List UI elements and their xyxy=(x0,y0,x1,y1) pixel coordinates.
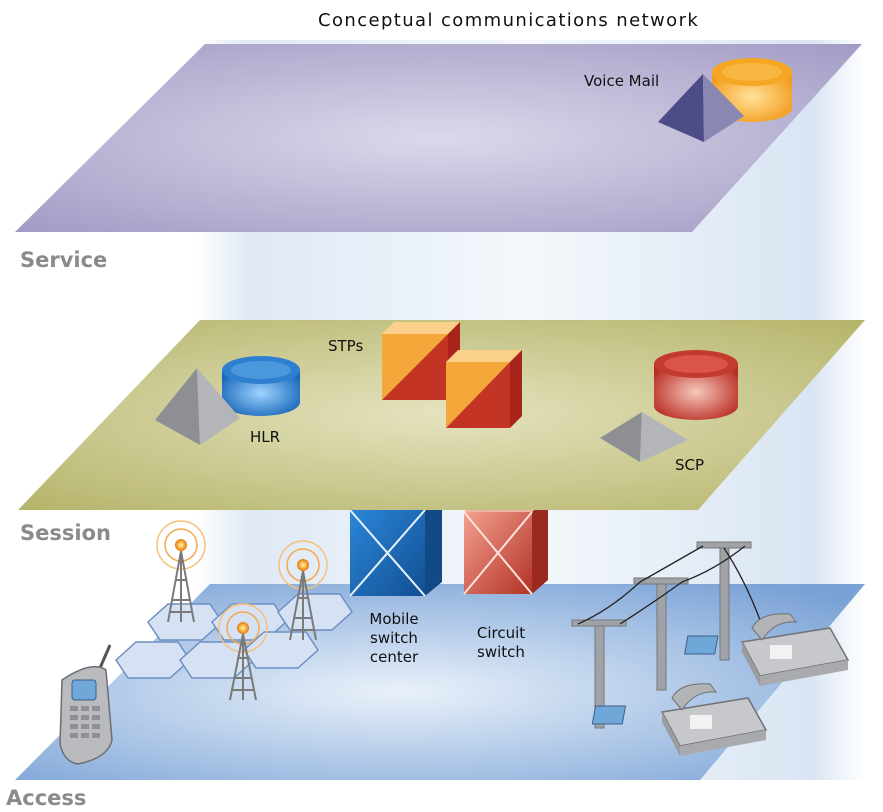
mobile-switch-center-label: Mobile switch center xyxy=(369,610,419,666)
cellular-hex-cells xyxy=(115,593,353,679)
service-plane xyxy=(15,44,862,232)
layer-label-access: Access xyxy=(6,786,87,810)
mobile-switch-center-icon xyxy=(349,496,442,597)
voice-mail-pyramid-icon xyxy=(658,74,744,142)
mobile-phone-icon xyxy=(59,644,113,765)
hlr-pyramid-icon xyxy=(155,368,240,445)
telephone-wires xyxy=(577,545,761,625)
scp-pyramid-icon xyxy=(600,412,688,462)
voice-mail-label: Voice Mail xyxy=(584,72,660,90)
desk-phone-icon xyxy=(684,613,850,686)
telephone-pole xyxy=(571,541,752,729)
cell-tower xyxy=(156,520,206,623)
scp-database-icon xyxy=(654,350,738,420)
scp-label: SCP xyxy=(675,456,705,474)
hlr-database-icon xyxy=(222,356,300,416)
stps-label: STPs xyxy=(328,337,364,355)
cell-tower xyxy=(218,603,268,701)
cell-tower xyxy=(278,540,328,641)
circuit-switch-icon xyxy=(463,498,548,595)
layer-label-service: Service xyxy=(20,248,108,272)
desk-phone-icon xyxy=(591,683,768,756)
hlr-label: HLR xyxy=(250,428,281,446)
diagram-title: Conceptual communications network xyxy=(318,10,700,31)
stp-block-icon xyxy=(446,350,522,428)
circuit-switch-label: Circuit switch xyxy=(476,624,526,661)
layer-label-session: Session xyxy=(20,521,111,545)
